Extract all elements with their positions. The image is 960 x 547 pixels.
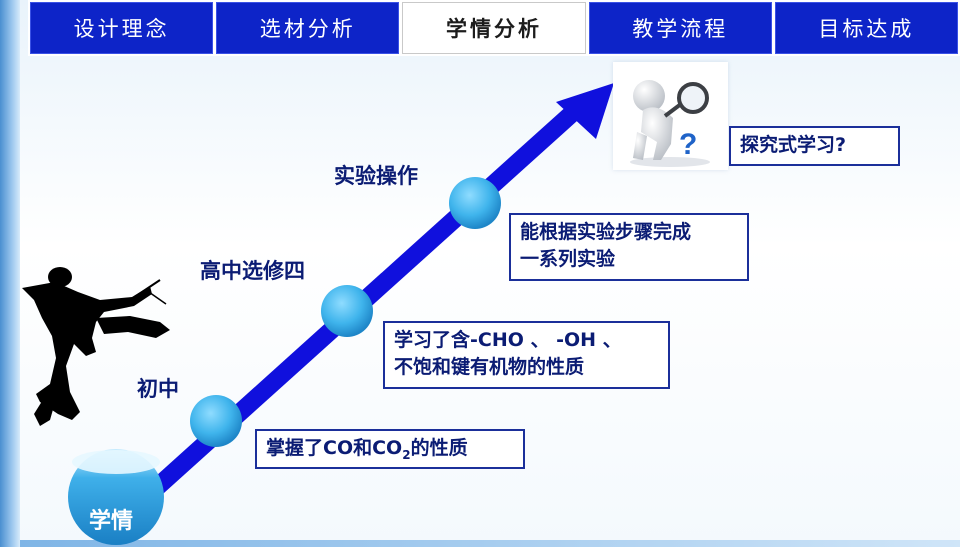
desc-elective-four: 学习了含-CHO 、 -OH 、 不饱和键有机物的性质	[383, 321, 670, 389]
base-node	[68, 449, 164, 545]
node-elective-four	[321, 285, 373, 337]
base-node-label: 学情	[89, 509, 134, 534]
tab-teaching-process[interactable]: 教学流程	[588, 2, 772, 54]
tab-design-concept[interactable]: 设计理念	[30, 2, 214, 54]
magnifier-figure-icon: ?	[613, 62, 728, 170]
desc-junior-high-text-end: 的性质	[410, 437, 468, 459]
node-junior-high	[190, 395, 242, 447]
tab-learner-analysis[interactable]: 学情分析	[402, 2, 586, 54]
stage-label-junior-high: 初中	[137, 377, 179, 401]
silhouette-jumper-icon	[22, 267, 170, 426]
stage-label-experiment: 实验操作	[334, 164, 418, 188]
desc-elective-four-line-1: 学习了含-CHO 、 -OH 、	[394, 329, 622, 351]
left-accent-bar	[0, 0, 20, 547]
desc-junior-high: 掌握了CO和CO2的性质	[255, 429, 525, 469]
question-mark-icon: ?	[679, 128, 697, 161]
stage-label-elective-four: 高中选修四	[200, 259, 305, 283]
desc-experiment-line-2: 一系列实验	[520, 248, 616, 270]
goal-box: 探究式学习?	[729, 126, 900, 166]
top-nav: 设计理念 选材分析 学情分析 教学流程 目标达成	[28, 0, 960, 56]
desc-junior-high-text: 掌握了CO和CO	[266, 437, 403, 459]
desc-experiment: 能根据实验步骤完成 一系列实验	[509, 213, 749, 281]
desc-junior-high-subscript: 2	[402, 447, 411, 462]
desc-experiment-line-1: 能根据实验步骤完成	[520, 221, 692, 243]
desc-elective-four-line-2: 不饱和键有机物的性质	[394, 356, 585, 378]
thinker-figure-graphic: ?	[630, 80, 710, 167]
tab-material-analysis[interactable]: 选材分析	[216, 2, 400, 54]
bottom-accent-bar	[20, 540, 960, 547]
goal-text: 探究式学习?	[740, 134, 847, 156]
tab-goal-achievement[interactable]: 目标达成	[774, 2, 959, 54]
node-experiment	[449, 177, 501, 229]
